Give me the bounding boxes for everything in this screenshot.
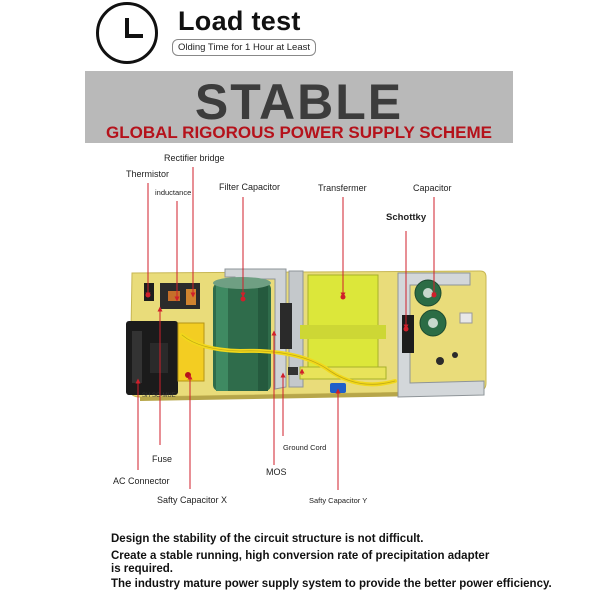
circuit-board-diagram: SH SC-MUE Rectifier bridge [0,145,600,520]
page-title: Load test [178,6,301,36]
description-line-3: The industry mature power supply system … [111,578,552,590]
pcb-code-text: SH SC-MUE [142,393,176,399]
label-filter-capacitor: Filter Capacitor [219,182,281,192]
safety-capacitor-x-part [177,322,205,382]
clock-minute-hand [125,34,143,38]
label-capacitor: Capacitor [413,183,452,193]
pointer-dots [145,292,437,332]
description-line-2b: is required. [111,563,173,575]
label-ground-cord: Ground Cord [283,443,327,452]
label-fuse: Fuse [152,454,173,464]
label-ac-connector: AC Connector [113,476,170,486]
clock-hour-hand [125,18,129,38]
label-safety-capacitor-x: Safty Capacitor X [157,495,228,505]
label-rectifier-bridge: Rectifier bridge [164,153,225,163]
safety-capacitor-y-part [330,383,346,393]
stable-banner: STABLE GLOBAL RIGOROUS POWER SUPPLY SCHE… [85,71,513,143]
banner-headline: STABLE [194,74,404,130]
label-thermistor: Thermistor [126,169,170,179]
pointer-lines [135,167,437,490]
label-transformer: Transfermer [318,183,367,193]
board-illustration: SH SC-MUE [126,167,487,490]
label-inductance: inductance [155,188,192,197]
banner-subheadline: GLOBAL RIGOROUS POWER SUPPLY SCHEME [105,123,493,142]
page-subtitle-badge: Olding Time for 1 Hour at Least [172,39,317,56]
label-schottky: Schottky [386,212,427,223]
schottky-part [402,315,414,353]
clock-icon [96,2,158,64]
heatsink-right [397,272,485,398]
description-line-2a: Create a stable running, high conversion… [111,550,490,562]
label-mos: MOS [266,467,287,477]
description-line-1: Design the stability of the circuit stru… [111,533,424,545]
label-safety-capacitor-y: Safty Capacitor Y [309,496,368,505]
